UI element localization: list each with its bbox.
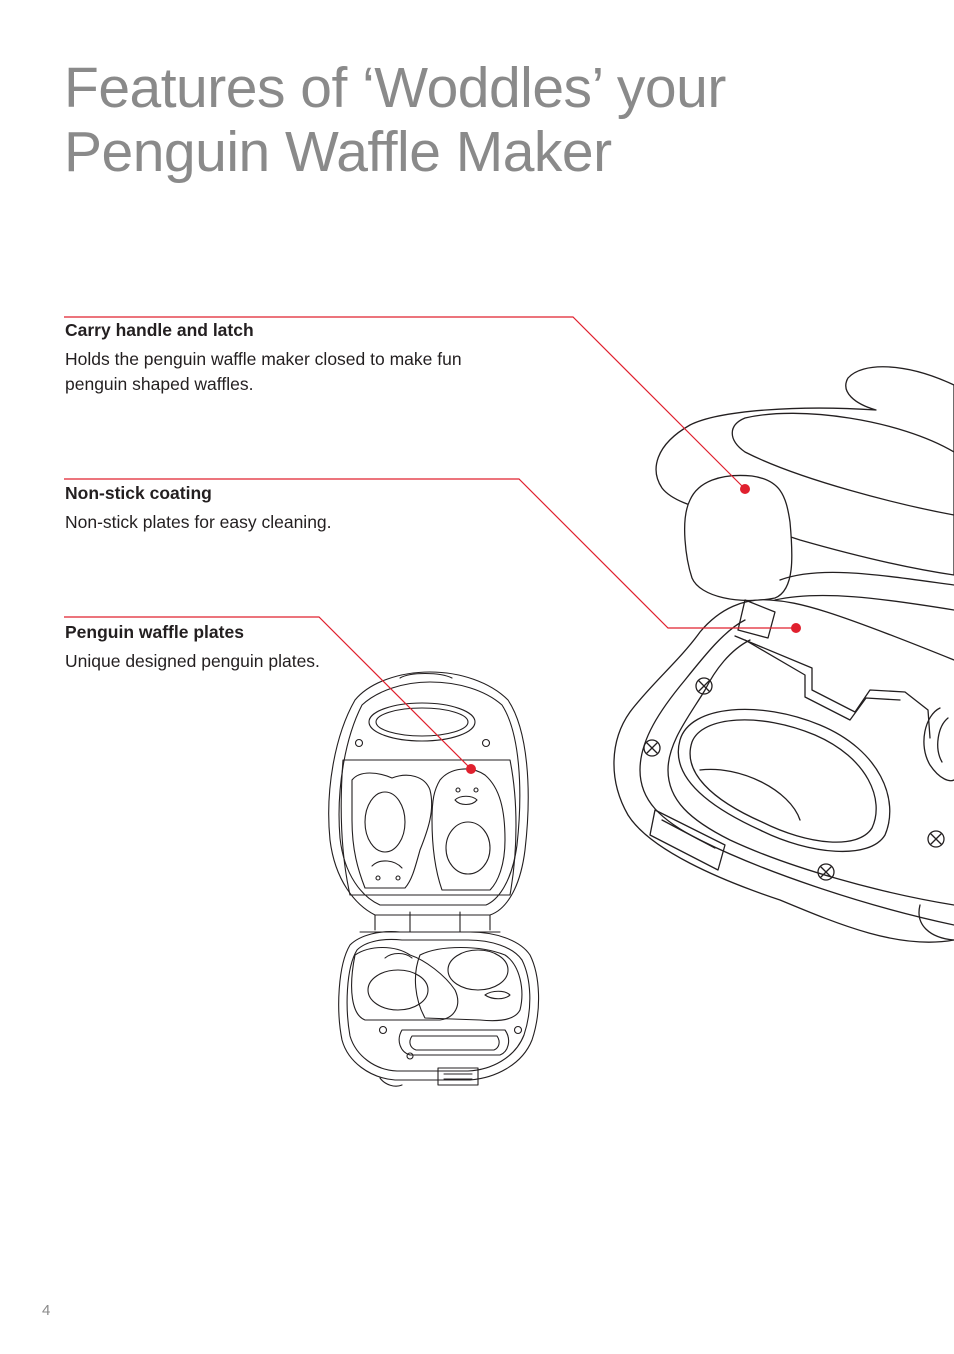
callout-dot-penguin-plates bbox=[466, 764, 476, 774]
callout-line-penguin-plates bbox=[64, 616, 472, 770]
feature-description: Non-stick plates for easy cleaning. bbox=[65, 512, 332, 532]
feature-carry-handle: Carry handle and latch Holds the penguin… bbox=[65, 320, 465, 397]
callout-line-carry-handle bbox=[64, 316, 746, 490]
screw-icon bbox=[643, 677, 945, 881]
page-number: 4 bbox=[42, 1302, 51, 1319]
callout-dots bbox=[466, 484, 801, 774]
feature-heading: Non-stick coating bbox=[65, 483, 212, 503]
callout-dot-non-stick bbox=[791, 623, 801, 633]
feature-description: Unique designed penguin plates. bbox=[65, 651, 320, 671]
feature-heading: Carry handle and latch bbox=[65, 320, 254, 340]
feature-non-stick: Non-stick coating Non-stick plates for e… bbox=[65, 483, 465, 535]
callout-line-non-stick bbox=[64, 478, 796, 629]
feature-penguin-plates: Penguin waffle plates Unique designed pe… bbox=[65, 622, 465, 674]
callout-lines bbox=[64, 316, 796, 770]
feature-description: Holds the penguin waffle maker closed to… bbox=[65, 349, 462, 394]
waffle-maker-closeup bbox=[613, 366, 954, 943]
waffle-maker-open bbox=[328, 671, 540, 1087]
page-title: Features of ‘Woddles’ your Penguin Waffl… bbox=[64, 56, 726, 184]
feature-heading: Penguin waffle plates bbox=[65, 622, 244, 642]
callout-dot-carry-handle bbox=[740, 484, 750, 494]
